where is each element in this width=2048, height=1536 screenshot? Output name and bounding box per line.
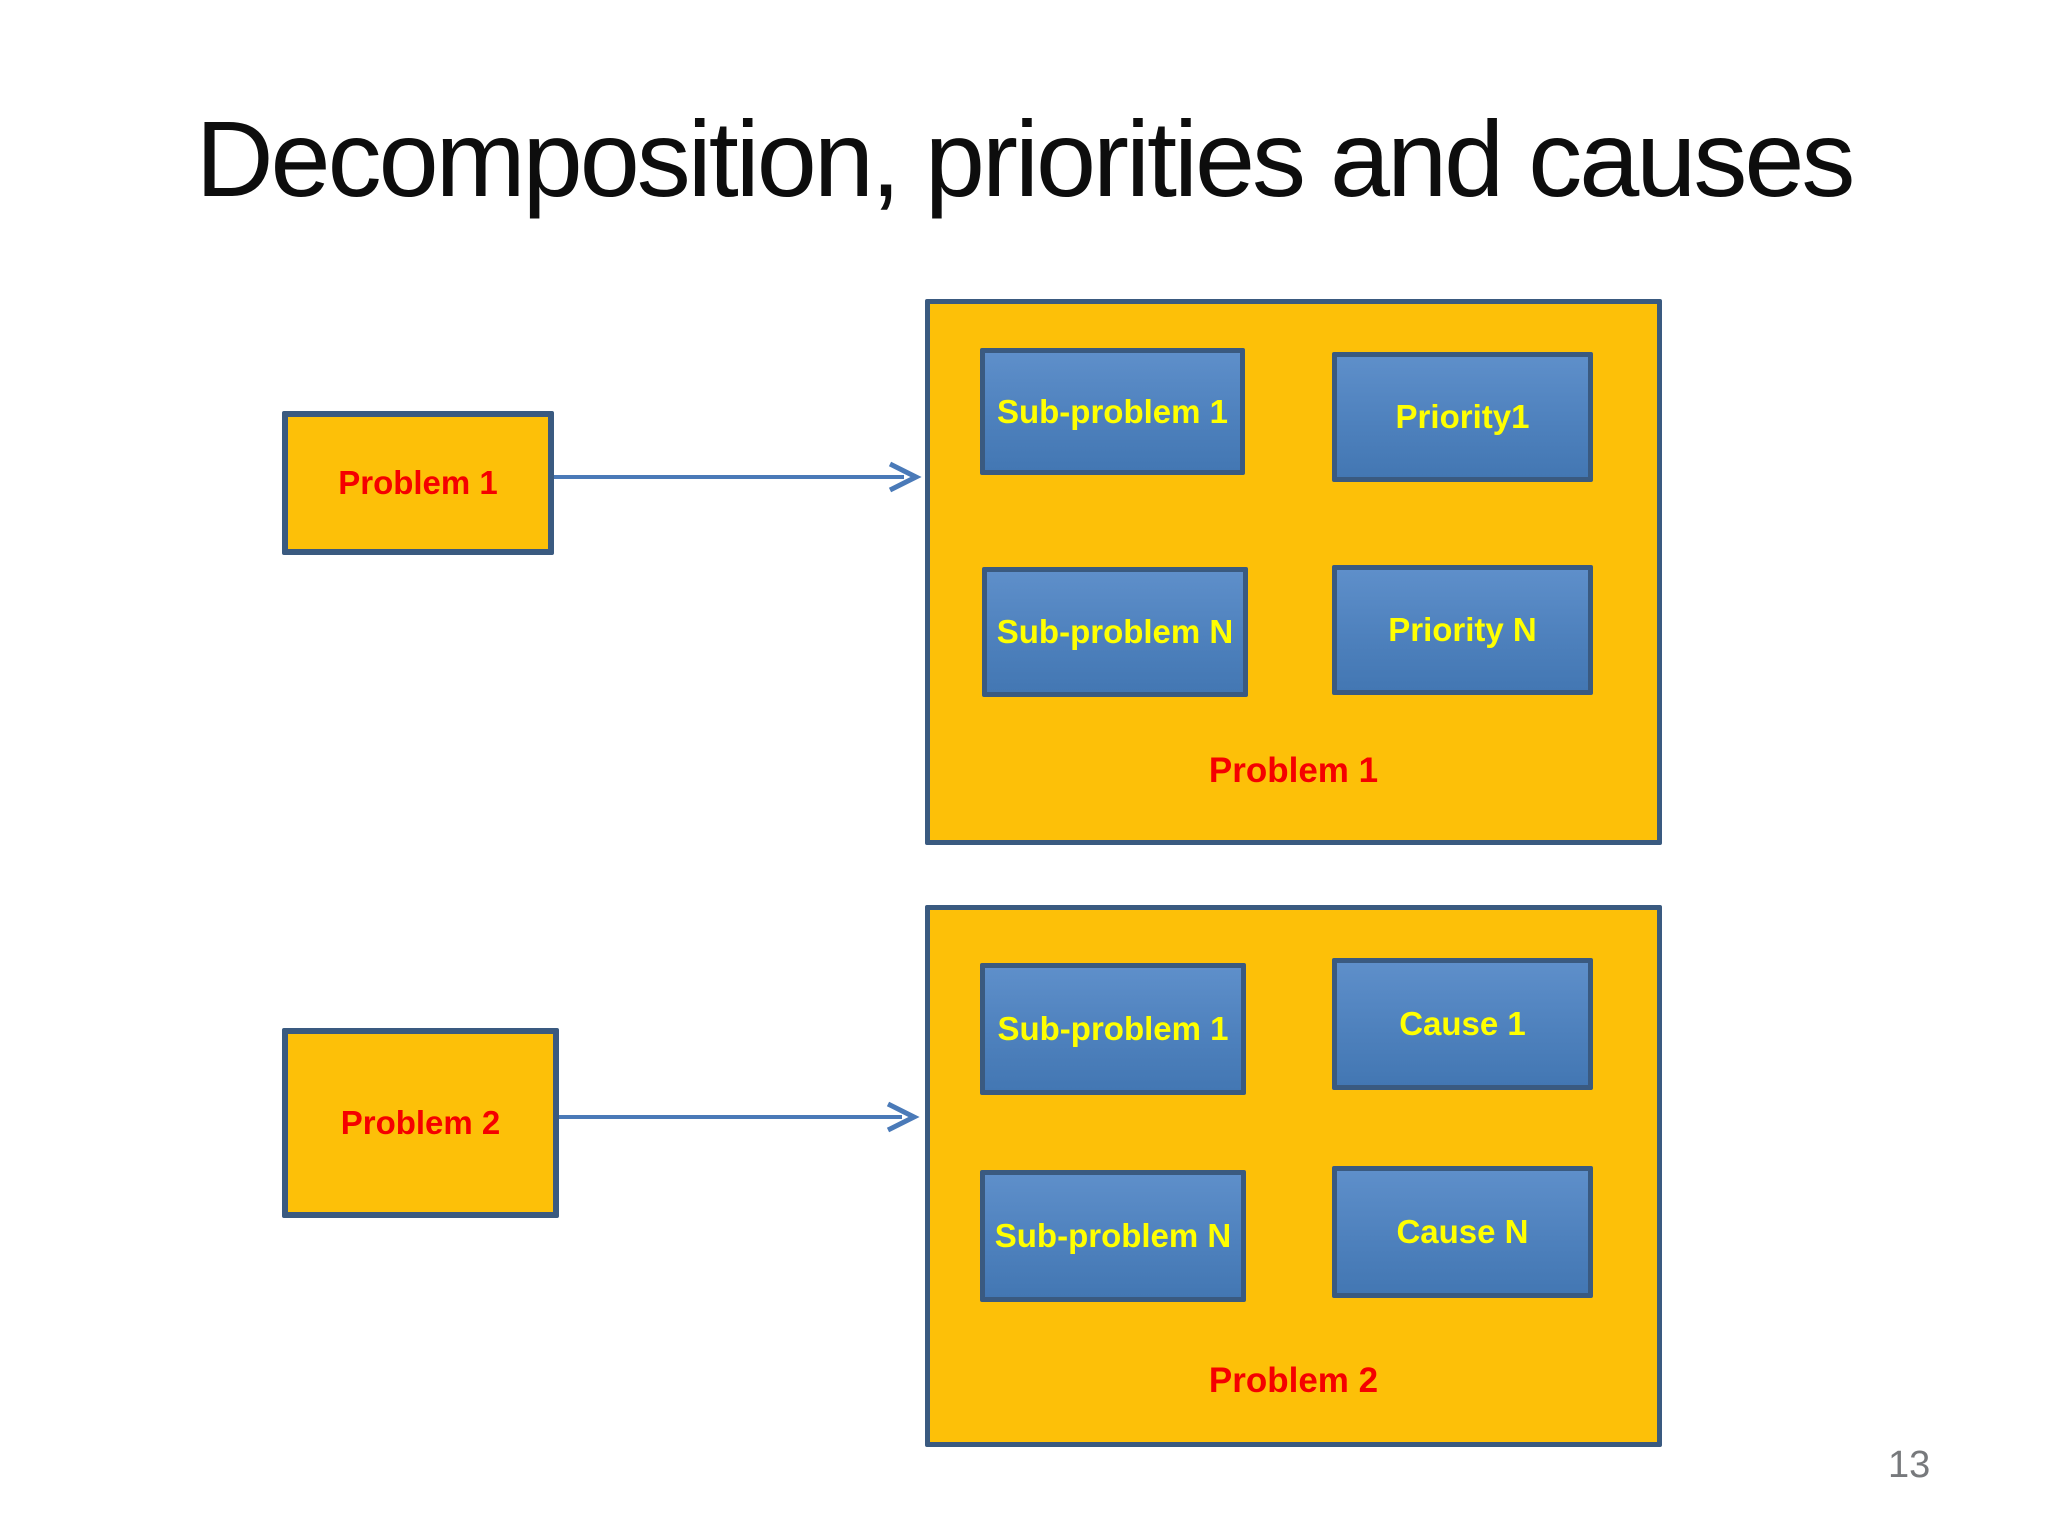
page-number: 13 — [1888, 1444, 1931, 1486]
priority1-label: Priority1 — [1395, 398, 1530, 435]
problem2-container-label: Problem 2 — [1208, 1361, 1379, 1400]
subproblem1-node-d2: Sub-problem 1 — [980, 963, 1246, 1095]
slide-title: Decomposition, priorities and causes — [195, 98, 1856, 219]
subproblem1-node-d1: Sub-problem 1 — [980, 348, 1245, 475]
problem2-source-label: Problem 2 — [340, 1104, 501, 1141]
subproblemN-label-d1: Sub-problem N — [996, 613, 1234, 650]
subproblemN-label-d2: Sub-problem N — [994, 1217, 1232, 1254]
cause1-node: Cause 1 — [1332, 958, 1593, 1090]
subproblem1-label-d1: Sub-problem 1 — [996, 392, 1229, 430]
problem1-container: Sub-problem 1 Priority1 Sub-problem N Pr… — [925, 299, 1662, 845]
problem2-source-box: Problem 2 — [282, 1028, 559, 1218]
subproblemN-node-d1: Sub-problem N — [982, 567, 1248, 697]
priority1-node: Priority1 — [1332, 352, 1593, 482]
problem2-container: Sub-problem 1 Cause 1 Sub-problem N Caus… — [925, 905, 1662, 1447]
cause1-label: Cause 1 — [1399, 1005, 1526, 1042]
causeN-node: Cause N — [1332, 1166, 1593, 1298]
priorityN-node: Priority N — [1332, 565, 1593, 695]
problem1-container-label: Problem 1 — [1208, 751, 1379, 790]
problem1-source-label: Problem 1 — [338, 464, 498, 501]
subproblemN-node-d2: Sub-problem N — [980, 1170, 1246, 1302]
problem1-source-box: Problem 1 — [282, 411, 554, 555]
priorityN-label: Priority N — [1388, 611, 1537, 648]
causeN-label: Cause N — [1396, 1213, 1529, 1250]
subproblem1-label-d2: Sub-problem 1 — [997, 1010, 1229, 1047]
